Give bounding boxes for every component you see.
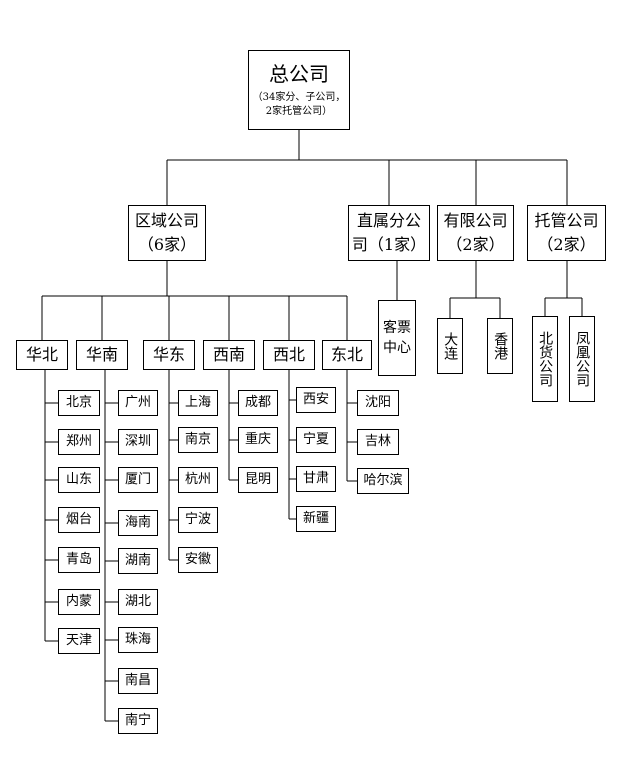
ticket-center-line1: 客票 [383, 319, 411, 336]
city-box: 西安 [296, 387, 336, 413]
city-box: 沈阳 [357, 390, 399, 416]
root-title: 总公司 [269, 62, 329, 86]
region-box: 华北 [16, 340, 68, 370]
city-box: 南京 [178, 427, 218, 453]
city-box: 成都 [238, 390, 278, 416]
city-box: 厦门 [118, 467, 158, 493]
root-company-box: 总公司 （34家分、子公司， 2家托管公司） [248, 50, 350, 130]
root-note-line1: （34家分、子公司， [252, 92, 346, 103]
city-box: 杭州 [178, 467, 218, 493]
direct-line2: 司（1家） [351, 235, 427, 254]
city-box: 郑州 [58, 429, 100, 455]
limited-line1: 有限公司 [443, 211, 508, 230]
regional-line2: （6家） [137, 235, 197, 254]
city-box: 内蒙 [58, 589, 100, 615]
city-box: 安徽 [178, 547, 218, 573]
custody-child-box: 北货公司 [532, 316, 558, 402]
custody-companies-box: 托管公司 （2家） [527, 205, 606, 261]
city-box: 宁波 [178, 507, 218, 533]
limited-companies-box: 有限公司 （2家） [437, 205, 514, 261]
city-box: 青岛 [58, 547, 100, 573]
city-box: 昆明 [238, 467, 278, 493]
city-box: 哈尔滨 [357, 468, 409, 494]
city-box: 南宁 [118, 708, 158, 734]
city-box: 天津 [58, 628, 100, 654]
city-box: 烟台 [58, 507, 100, 533]
regional-line1: 区域公司 [134, 211, 199, 230]
city-box: 湖南 [118, 548, 158, 574]
limited-line2: （2家） [446, 235, 505, 254]
city-box: 海南 [118, 510, 158, 536]
city-box: 深圳 [118, 429, 158, 455]
city-box: 南昌 [118, 668, 158, 694]
region-box: 西南 [203, 340, 255, 370]
city-box: 珠海 [118, 627, 158, 653]
ticket-center-line2: 中心 [383, 340, 411, 356]
city-box: 宁夏 [296, 427, 336, 453]
city-box: 新疆 [296, 506, 336, 532]
root-note-line2: 2家托管公司） [265, 105, 333, 117]
custody-line1: 托管公司 [534, 211, 599, 230]
region-box: 西北 [263, 340, 315, 370]
city-box: 山东 [58, 467, 100, 493]
custody-child-box: 凤凰公司 [569, 316, 595, 402]
city-box: 吉林 [357, 429, 399, 455]
city-box: 湖北 [118, 589, 158, 615]
regional-companies-box: 区域公司 （6家） [128, 205, 206, 261]
city-box: 重庆 [238, 427, 278, 453]
city-box: 北京 [58, 390, 100, 416]
ticket-center-box: 客票 中心 [378, 300, 416, 376]
limited-child-box: 香港 [487, 318, 513, 374]
city-box: 甘肃 [296, 466, 336, 492]
direct-line1: 直属分公 [356, 211, 421, 230]
region-box: 华东 [143, 340, 195, 370]
region-box: 东北 [322, 340, 372, 370]
city-box: 上海 [178, 390, 218, 416]
limited-child-box: 大连 [437, 318, 463, 374]
city-box: 广州 [118, 390, 158, 416]
region-box: 华南 [76, 340, 128, 370]
custody-line2: （2家） [537, 235, 596, 254]
direct-branch-box: 直属分公 司（1家） [348, 205, 430, 261]
